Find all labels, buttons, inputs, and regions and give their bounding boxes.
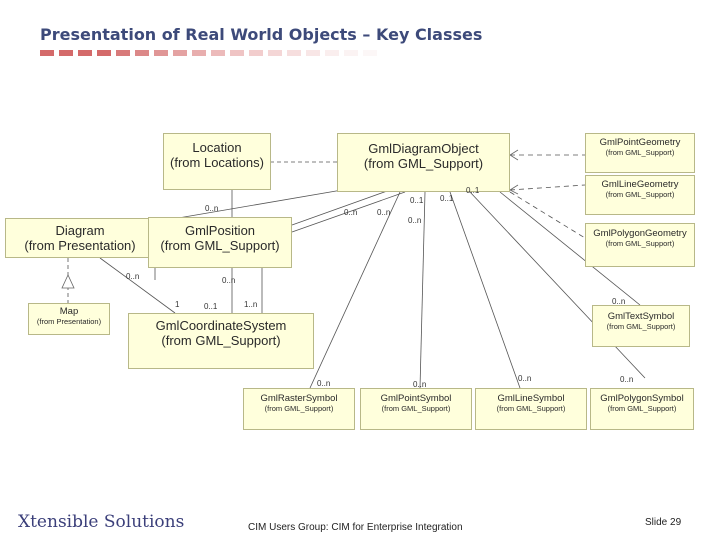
multiplicity-label: 0..1 xyxy=(466,186,480,195)
class-gml-polygon-geometry[interactable]: GmlPolygonGeometry (from GML_Support) xyxy=(585,223,695,267)
title-underline xyxy=(40,50,377,56)
multiplicity-label: 0..n xyxy=(126,272,140,281)
class-package: (from Presentation) xyxy=(24,237,136,253)
class-name: GmlLineGeometry xyxy=(601,179,679,190)
class-name: GmlPointSymbol xyxy=(380,393,452,404)
class-name: GmlPolygonSymbol xyxy=(600,393,684,404)
multiplicity-label: 0..1 xyxy=(440,194,454,203)
class-package: (from Locations) xyxy=(170,154,264,170)
class-package: (from GML_Support) xyxy=(363,155,484,171)
class-package: (from GML_Support) xyxy=(264,403,334,413)
class-gml-raster-symbol[interactable]: GmlRasterSymbol (from GML_Support) xyxy=(243,388,355,430)
class-name: GmlLineSymbol xyxy=(497,393,565,404)
slide-number: Slide 29 xyxy=(645,517,682,528)
class-package: (from GML_Support) xyxy=(605,238,675,248)
multiplicity-label: 0..n xyxy=(408,216,422,225)
multiplicity-label: 0..n xyxy=(413,380,427,389)
footer-text: CIM Users Group: CIM for Enterprise Inte… xyxy=(248,522,463,533)
class-gml-coordinate-system[interactable]: GmlCoordinateSystem (from GML_Support) xyxy=(128,313,314,369)
multiplicity-label: 1..n xyxy=(244,300,258,309)
class-name: GmlPointGeometry xyxy=(599,137,681,148)
class-name: Map xyxy=(59,306,79,317)
class-package: (from GML_Support) xyxy=(605,147,675,157)
multiplicity-label: 0..n xyxy=(377,208,391,217)
class-package: (from GML_Support) xyxy=(606,321,676,331)
class-package: (from GML_Support) xyxy=(161,332,281,348)
class-diagram[interactable]: Diagram (from Presentation) xyxy=(5,218,155,258)
class-location[interactable]: Location (from Locations) xyxy=(163,133,271,190)
company-logo: Xtensible Solutions xyxy=(18,512,185,532)
class-gml-point-symbol[interactable]: GmlPointSymbol (from GML_Support) xyxy=(360,388,472,430)
class-name: GmlPolygonGeometry xyxy=(593,228,687,239)
class-name: GmlTextSymbol xyxy=(607,311,675,322)
multiplicity-label: 0..n xyxy=(344,208,358,217)
class-name: GmlCoordinateSystem xyxy=(155,318,287,333)
class-gml-text-symbol[interactable]: GmlTextSymbol (from GML_Support) xyxy=(592,305,690,347)
page-title: Presentation of Real World Objects – Key… xyxy=(40,25,483,44)
multiplicity-label: 0..n xyxy=(222,276,236,285)
multiplicity-label: 0..n xyxy=(205,204,219,213)
class-package: (from GML_Support) xyxy=(496,403,566,413)
class-gml-polygon-symbol[interactable]: GmlPolygonSymbol (from GML_Support) xyxy=(590,388,694,430)
class-name: GmlDiagramObject xyxy=(368,141,479,156)
multiplicity-label: 0..1 xyxy=(204,302,218,311)
class-name: Diagram xyxy=(55,223,105,238)
class-package: (from Presentation) xyxy=(36,316,102,326)
class-gml-line-symbol[interactable]: GmlLineSymbol (from GML_Support) xyxy=(475,388,587,430)
multiplicity-label: 0..n xyxy=(612,297,626,306)
class-gml-line-geometry[interactable]: GmlLineGeometry (from GML_Support) xyxy=(585,175,695,215)
class-package: (from GML_Support) xyxy=(381,403,451,413)
class-package: (from GML_Support) xyxy=(605,189,675,199)
multiplicity-label: 1 xyxy=(175,300,180,309)
class-map[interactable]: Map (from Presentation) xyxy=(28,303,110,335)
class-package: (from GML_Support) xyxy=(607,403,677,413)
class-name: Location xyxy=(192,140,242,155)
multiplicity-label: 0..n xyxy=(317,379,331,388)
class-gml-position[interactable]: GmlPosition (from GML_Support) xyxy=(148,217,292,268)
multiplicity-label: 0..n xyxy=(620,375,634,384)
class-name: GmlPosition xyxy=(184,223,256,238)
multiplicity-label: 0..1 xyxy=(410,196,424,205)
multiplicity-label: 0..n xyxy=(518,374,532,383)
class-name: GmlRasterSymbol xyxy=(260,393,338,404)
class-package: (from GML_Support) xyxy=(160,237,280,253)
class-gml-diagram-object[interactable]: GmlDiagramObject (from GML_Support) xyxy=(337,133,510,192)
class-gml-point-geometry[interactable]: GmlPointGeometry (from GML_Support) xyxy=(585,133,695,173)
